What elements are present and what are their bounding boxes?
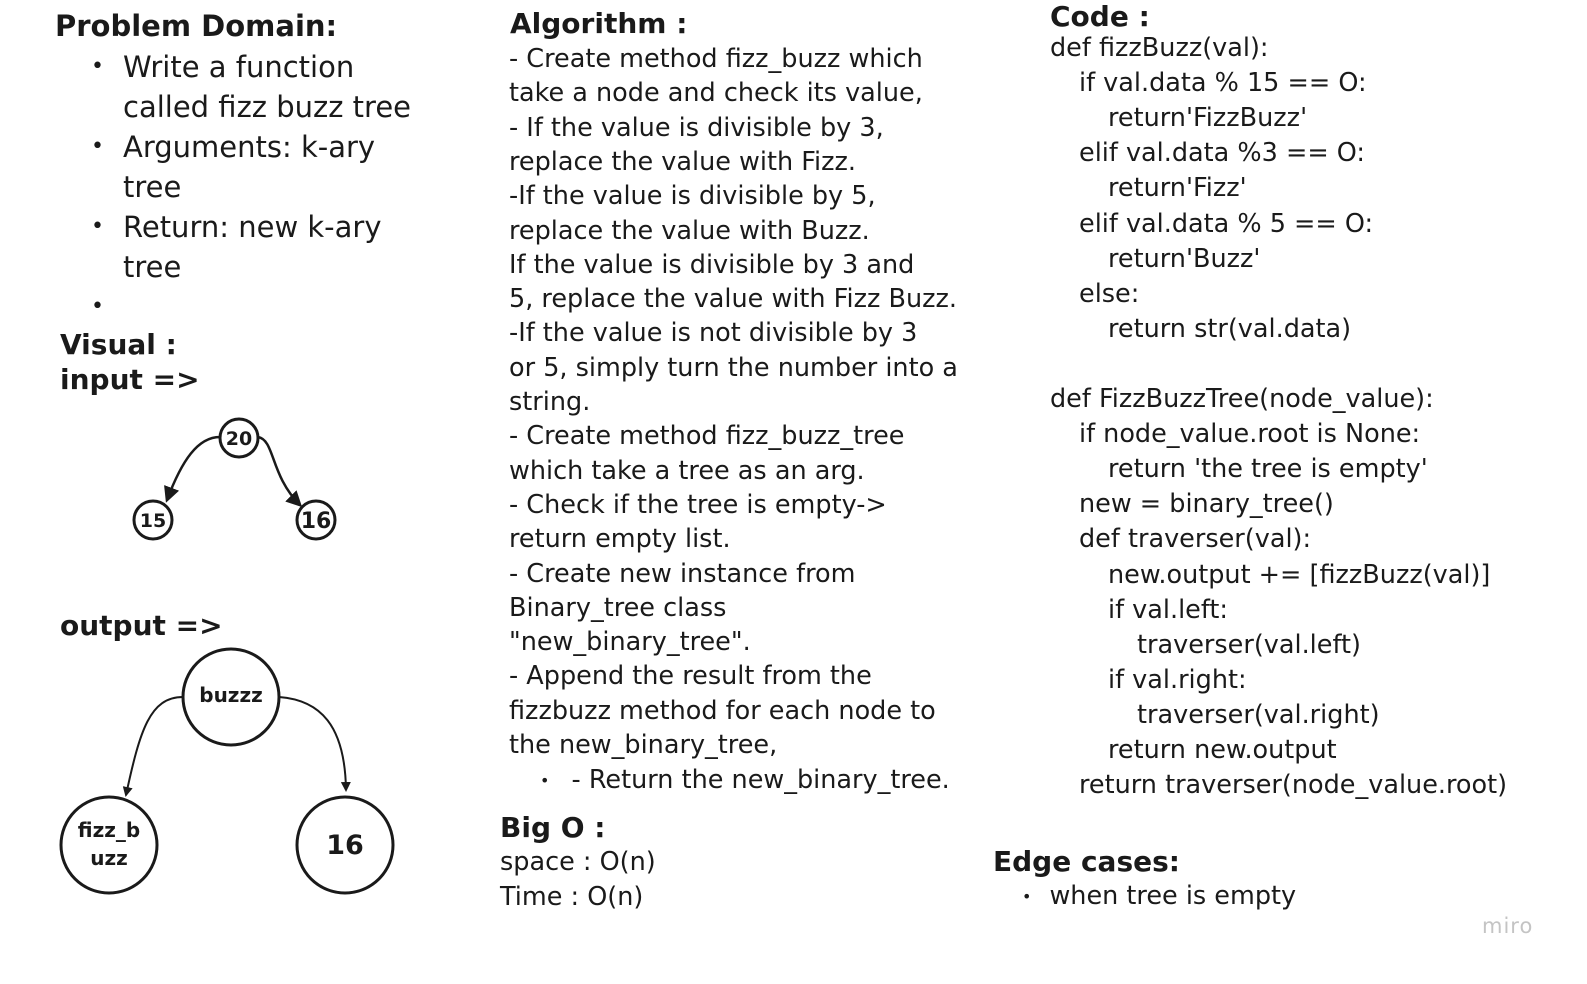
input-right-node — [295, 499, 337, 541]
code-line: if node_value.root is None: — [1079, 419, 1421, 450]
code-line: elif val.data % 5 == O: — [1079, 208, 1374, 239]
algorithm-line: fizzbuzz method for each node to — [509, 695, 936, 726]
problem-domain-bullet-line: Write a function — [123, 50, 355, 84]
algorithm-line: - Create new instance from — [509, 558, 856, 589]
miro-watermark: miro — [1482, 914, 1534, 938]
visual-heading: Visual : — [60, 328, 177, 361]
algorithm-line: or 5, simply turn the number into a — [509, 352, 958, 383]
code-line: traverser(val.left) — [1137, 629, 1361, 660]
bullet-dot: • — [540, 770, 550, 790]
code-line: return'Fizz' — [1108, 173, 1247, 204]
output-root-node — [181, 647, 281, 747]
problem-domain-bullet: Return: new k-ary tree — [55, 207, 485, 287]
output-label: output => — [60, 609, 223, 642]
code-line: new.output += [fizzBuzz(val)] — [1108, 559, 1491, 590]
output-edge-left — [122, 696, 184, 797]
code-line: return'FizzBuzz' — [1108, 103, 1308, 134]
input-left-label: 15 — [140, 510, 166, 532]
code-line: def traverser(val): — [1079, 524, 1312, 555]
edge-cases-heading: Edge cases: — [993, 845, 1180, 878]
code-line: def fizzBuzz(val): — [1050, 33, 1269, 63]
algorithm-line: Binary_tree class — [509, 592, 727, 623]
algorithm-line: string. — [509, 387, 591, 417]
bullet-dot: • — [1022, 886, 1032, 906]
output-root-label: buzzz — [199, 683, 262, 707]
input-edge-right — [257, 435, 303, 508]
input-edge-left — [164, 435, 221, 503]
big-o-space: space : O(n) — [500, 847, 656, 877]
algorithm-heading: Algorithm : — [510, 7, 688, 40]
algorithm-line: -If the value is divisible by 5, — [509, 181, 876, 212]
algorithm-line: 5, replace the value with Fizz Buzz. — [509, 284, 957, 315]
big-o-time: Time : O(n) — [500, 882, 644, 912]
code-line: new = binary_tree() — [1079, 489, 1334, 520]
algorithm-line: take a node and check its value, — [509, 78, 923, 109]
input-right-label: 16 — [301, 509, 332, 534]
code-line: def FizzBuzzTree(node_value): — [1050, 384, 1434, 414]
problem-domain-bullet: Write a function called fizz buzz tree — [55, 47, 485, 127]
algorithm-line: replace the value with Buzz. — [509, 215, 870, 246]
algorithm-last-bullet-text: - Return the new_binary_tree. — [571, 765, 950, 795]
input-label: input => — [60, 363, 200, 396]
algorithm-line: - Create method fizz_buzz_tree — [509, 421, 905, 452]
code-line: return new.output — [1108, 735, 1337, 765]
code-line: else: — [1079, 278, 1140, 309]
code-line: return str(val.data) — [1108, 313, 1352, 344]
code-line: if val.data % 15 == O: — [1079, 68, 1367, 99]
algorithm-line: -If the value is not divisible by 3 — [509, 318, 918, 349]
problem-domain-heading: Problem Domain: — [55, 9, 338, 43]
output-left-node — [59, 795, 159, 895]
big-o-heading: Big O : — [500, 811, 606, 844]
code-line: traverser(val.right) — [1137, 699, 1380, 730]
algorithm-line: - Append the result from the — [509, 661, 872, 692]
output-left-label-line2: uzz — [90, 846, 128, 870]
algorithm-line: which take a tree as an arg. — [509, 455, 865, 486]
algorithm-line: the new_binary_tree, — [509, 730, 778, 760]
input-root-label: 20 — [226, 428, 252, 450]
problem-domain-bullet — [55, 287, 485, 327]
algorithm-line: - Create method fizz_buzz which — [509, 44, 923, 74]
algorithm-line: - Check if the tree is empty-> — [509, 489, 887, 520]
output-left-label-line1: fizz_b — [78, 818, 140, 842]
code-line: elif val.data %3 == O: — [1079, 138, 1366, 169]
problem-domain-bullet-line: tree — [123, 170, 182, 204]
problem-domain-bullet-line: called fizz buzz tree — [123, 90, 412, 124]
algorithm-line: "new_binary_tree". — [509, 627, 751, 658]
edge-case-text: when tree is empty — [1049, 881, 1297, 911]
code-line: return traverser(node_value.root) — [1079, 770, 1508, 801]
algorithm-line: - If the value is divisible by 3, — [509, 112, 884, 143]
output-right-label: 16 — [326, 830, 364, 861]
algorithm-line: If the value is divisible by 3 and — [509, 249, 915, 280]
code-line: if val.right: — [1108, 664, 1247, 695]
output-tree: buzzz fizz_b uzz 16 — [59, 647, 395, 895]
code-line: if val.left: — [1108, 594, 1228, 625]
input-root-node — [218, 417, 260, 459]
code-line: return 'the tree is empty' — [1108, 454, 1428, 485]
code-line: return'Buzz' — [1108, 243, 1261, 274]
problem-domain-bullet-line: Return: new k-ary — [123, 210, 382, 244]
input-tree: 20 15 16 — [132, 417, 337, 541]
algorithm-line: replace the value with Fizz. — [509, 146, 857, 177]
problem-domain-bullet: Arguments: k-ary tree — [55, 127, 485, 207]
code-heading: Code : — [1050, 0, 1150, 33]
problem-domain-bullet-line: tree — [123, 250, 182, 284]
edge-case-item: • when tree is empty — [1022, 879, 1296, 914]
algorithm-line: return empty list. — [509, 524, 731, 555]
problem-domain-bullet-line: Arguments: k-ary — [123, 130, 376, 164]
output-right-node — [295, 795, 395, 895]
output-edge-right — [278, 696, 351, 792]
input-left-node — [132, 499, 174, 541]
algorithm-last-bullet: • - Return the new_binary_tree. — [540, 763, 950, 798]
